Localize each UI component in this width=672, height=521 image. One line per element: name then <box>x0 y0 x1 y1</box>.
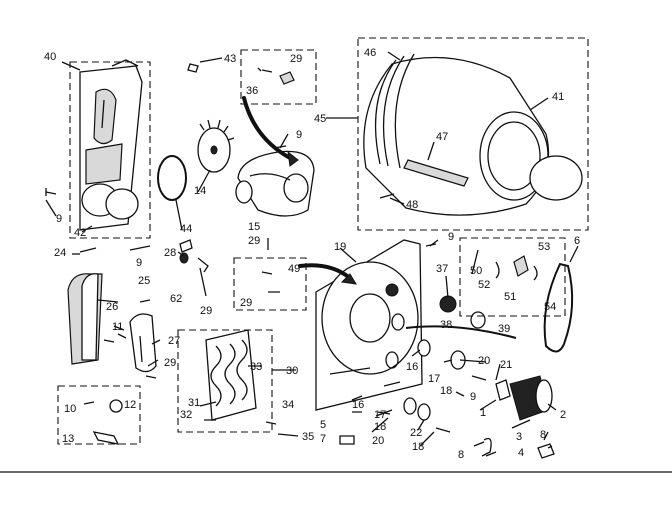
part-label-24: 24 <box>54 247 66 259</box>
part-label-29: 29 <box>240 297 252 309</box>
part-label-32: 32 <box>180 409 192 421</box>
part-label-49: 49 <box>288 263 300 275</box>
part-label-9: 9 <box>136 257 142 269</box>
part-label-9: 9 <box>470 391 476 403</box>
part-label-46: 46 <box>364 47 376 59</box>
idler-inset-parts <box>471 249 538 281</box>
bearing-callout-arrow <box>298 263 352 280</box>
leader-lines <box>45 51 579 457</box>
part-label-44: 44 <box>180 223 192 235</box>
part-label-18: 18 <box>374 421 386 433</box>
part-label-16: 16 <box>406 361 418 373</box>
part-label-13: 13 <box>62 433 74 445</box>
part-label-43: 43 <box>224 53 236 65</box>
part-label-54: 54 <box>544 301 556 313</box>
motor-part <box>495 375 553 421</box>
part-label-47: 47 <box>436 131 448 143</box>
blower-callout-arrow <box>242 96 292 160</box>
part-label-15: 15 <box>248 221 260 233</box>
idler-inset-box <box>459 237 566 317</box>
part-label-18: 18 <box>412 441 424 453</box>
front-panel-part <box>79 59 143 231</box>
part-label-10: 10 <box>64 403 76 415</box>
heater-group-box <box>177 329 273 433</box>
part-label-26: 26 <box>106 301 118 313</box>
part-label-41: 41 <box>552 91 564 103</box>
blower-inset-parts <box>257 67 295 85</box>
part-label-27: 27 <box>168 335 180 347</box>
part-label-9: 9 <box>448 231 454 243</box>
part-label-5: 5 <box>320 419 326 431</box>
bearing-inset-box <box>233 257 307 311</box>
part-label-17: 17 <box>428 373 440 385</box>
part-label-48: 48 <box>406 199 418 211</box>
part-label-35: 35 <box>302 431 314 443</box>
drive-belt-part <box>543 262 574 353</box>
part-label-42: 42 <box>74 227 86 239</box>
gasket-ring-part <box>157 155 187 201</box>
part-label-8: 8 <box>458 449 464 461</box>
drum-group-box <box>357 37 589 231</box>
part-label-53: 53 <box>538 241 550 253</box>
front-panel-group-box <box>69 61 151 239</box>
part-label-51: 51 <box>504 291 516 303</box>
part-label-38: 38 <box>440 319 452 331</box>
part-label-17: 17 <box>374 409 386 421</box>
part-label-34: 34 <box>282 399 294 411</box>
part-label-9: 9 <box>296 129 302 141</box>
part-label-28: 28 <box>164 247 176 259</box>
part-label-33: 33 <box>250 361 262 373</box>
part-label-14: 14 <box>194 185 206 197</box>
part-label-4: 4 <box>518 447 524 459</box>
part-label-62: 62 <box>170 293 182 305</box>
part-label-52: 52 <box>478 279 490 291</box>
part-label-25: 25 <box>138 275 150 287</box>
latch-parts <box>83 399 123 445</box>
part-label-45: 45 <box>314 113 326 125</box>
part-number-labels: 40 43 29 36 46 41 45 9 47 14 15 29 48 9 … <box>44 47 580 461</box>
part-label-36: 36 <box>246 85 258 97</box>
blower-inset-box <box>240 49 317 105</box>
part-label-29: 29 <box>164 357 176 369</box>
part-label-31: 31 <box>188 397 200 409</box>
part-label-29: 29 <box>248 235 260 247</box>
part-label-9: 9 <box>56 213 62 225</box>
part-label-1: 1 <box>480 407 486 419</box>
blower-wheel-part <box>197 119 235 173</box>
group-boxes <box>0 37 672 473</box>
part-label-16: 16 <box>352 399 364 411</box>
direction-arrows <box>242 96 357 285</box>
part-label-8: 8 <box>540 429 546 441</box>
part-label-39: 39 <box>498 323 510 335</box>
part-label-50: 50 <box>470 265 482 277</box>
door-part <box>67 273 157 373</box>
part-label-3: 3 <box>516 431 522 443</box>
part-label-40: 40 <box>44 51 56 63</box>
part-label-18: 18 <box>440 385 452 397</box>
part-label-29: 29 <box>290 53 302 65</box>
rear-bulkhead-part <box>315 239 423 411</box>
part-label-20: 20 <box>478 355 490 367</box>
part-label-11: 11 <box>112 321 123 333</box>
part-label-30: 30 <box>286 365 298 377</box>
part-label-22: 22 <box>410 427 422 439</box>
heater-element-part <box>205 329 257 421</box>
blower-housing-part <box>235 150 315 217</box>
part-label-37: 37 <box>436 263 448 275</box>
part-label-21: 21 <box>500 359 512 371</box>
idler-pulley-part <box>405 295 517 339</box>
part-label-2: 2 <box>560 409 566 421</box>
part-label-7: 7 <box>320 433 326 445</box>
part-label-19: 19 <box>334 241 346 253</box>
part-label-29: 29 <box>200 305 212 317</box>
drum-part <box>363 53 583 216</box>
part-label-20: 20 <box>372 435 384 447</box>
part-label-6: 6 <box>574 235 580 247</box>
part-label-12: 12 <box>124 399 136 411</box>
